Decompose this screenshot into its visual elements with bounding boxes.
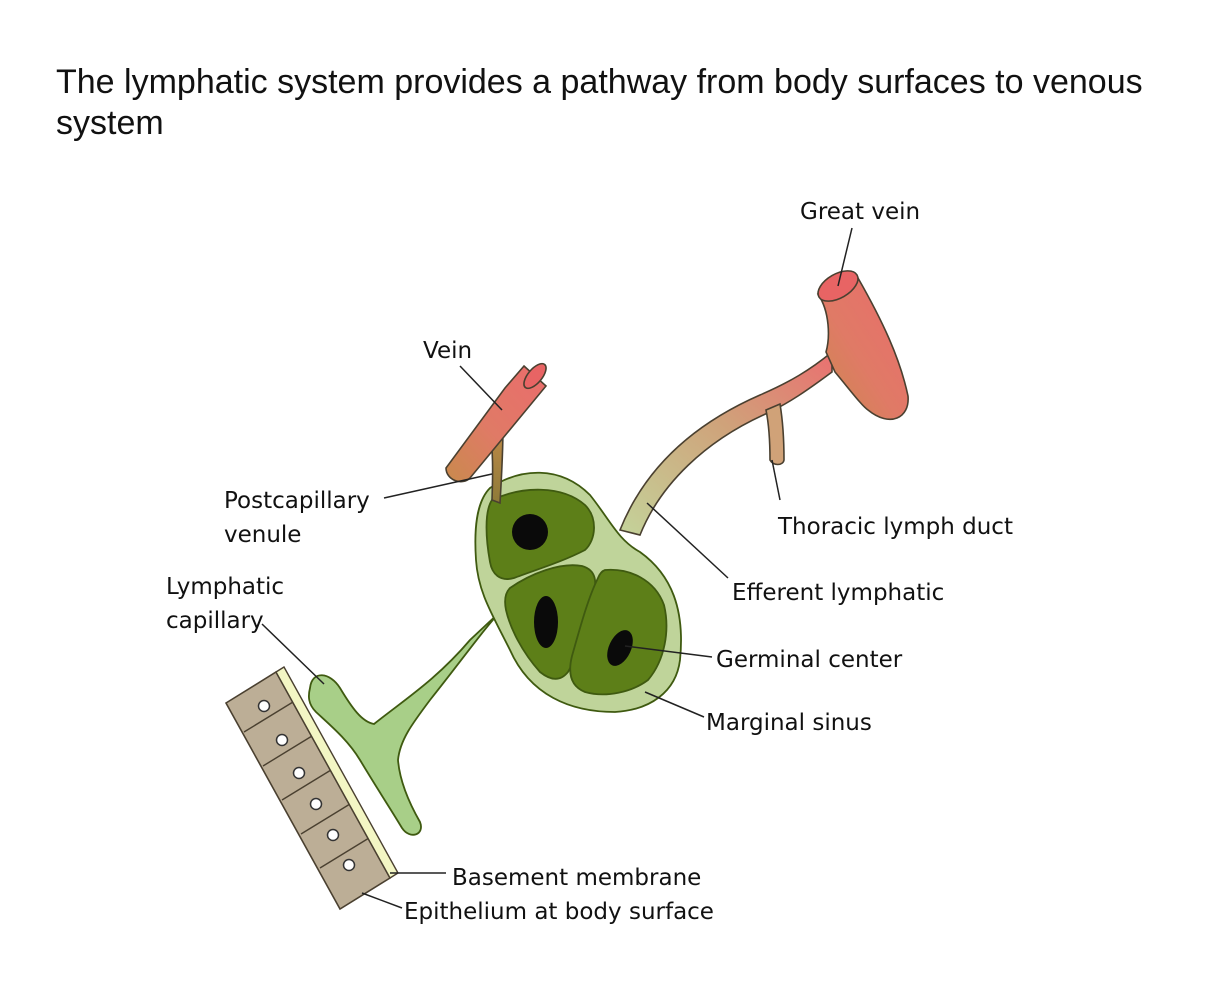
label-great-vein: Great vein xyxy=(800,199,920,225)
thoracic-lymph-duct xyxy=(765,402,785,466)
germinal-center xyxy=(534,596,558,648)
label-basement: Basement membrane xyxy=(452,865,701,891)
leader-postcapillary xyxy=(383,473,493,499)
epithelium xyxy=(224,670,392,911)
cell-nucleus xyxy=(292,766,306,780)
label-marginal: Marginal sinus xyxy=(706,710,872,736)
lymphoid-follicle xyxy=(569,568,668,696)
leader-marginal xyxy=(644,691,705,718)
slide-title: The lymphatic system provides a pathway … xyxy=(56,63,1143,142)
cell-border xyxy=(243,701,294,733)
germinal-center xyxy=(512,514,548,550)
leader-lines xyxy=(261,227,853,909)
leader-germinal xyxy=(624,645,713,658)
cell-nucleus xyxy=(275,733,289,747)
great-vein xyxy=(816,270,909,421)
leader-thoracic xyxy=(771,459,781,501)
cell-border xyxy=(319,837,370,869)
label-vein: Vein xyxy=(423,338,472,364)
cell-nucleus xyxy=(309,797,323,811)
cell-border xyxy=(281,769,332,801)
lymphatic-capillary xyxy=(308,609,503,836)
vein xyxy=(445,362,548,505)
label-thoracic-duct: Thoracic lymph duct xyxy=(777,514,1013,540)
leader-efferent xyxy=(646,502,729,579)
vein-body xyxy=(445,364,548,483)
label-postcapillary-line2: venule xyxy=(224,522,301,548)
cell-border xyxy=(300,803,351,835)
lymph-node xyxy=(474,471,682,713)
cell-nucleus xyxy=(326,828,340,842)
cell-nucleus xyxy=(257,699,271,713)
leader-great-vein xyxy=(837,227,853,287)
germinal-center xyxy=(607,630,633,666)
vein-opening xyxy=(523,362,547,390)
cell-nucleus xyxy=(342,858,356,872)
great-vein-body xyxy=(816,276,909,421)
label-germinal: Germinal center xyxy=(716,647,903,673)
cell-border xyxy=(262,735,313,767)
label-epithelium: Epithelium at body surface xyxy=(404,899,714,925)
epithelium-layer xyxy=(224,670,392,911)
labels: Great vein Vein Postcapillary venule Tho… xyxy=(166,199,1013,925)
leader-lymph-capillary xyxy=(261,623,325,685)
label-postcapillary-line1: Postcapillary xyxy=(224,488,370,514)
label-efferent: Efferent lymphatic xyxy=(732,580,944,606)
label-lymphatic-capillary-line2: capillary xyxy=(166,608,264,634)
leader-vein xyxy=(459,365,503,411)
leader-epithelium xyxy=(361,892,403,909)
label-lymphatic-capillary-line1: Lymphatic xyxy=(166,574,284,600)
